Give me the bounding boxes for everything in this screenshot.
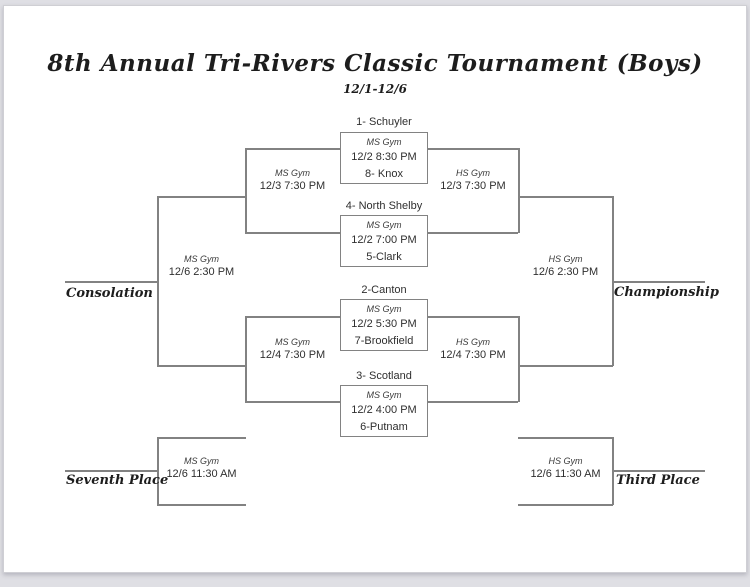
semifinal-championship-top-label: HS Gym 12/3 7:30 PM [428, 167, 518, 194]
line-championship-final [612, 281, 705, 283]
game-datetime: 12/2 7:00 PM [351, 234, 417, 246]
join-consolation-bottom [245, 316, 247, 402]
game-box-4: MS Gym 12/2 4:00 PM 6-Putnam [340, 385, 428, 437]
final-datetime: 12/6 2:30 PM [168, 266, 235, 278]
championship-label: Championship [614, 285, 719, 300]
semifinal-gym: HS Gym [455, 337, 490, 347]
line-game4-left [245, 401, 340, 403]
join-consolation-top [245, 148, 247, 233]
game-gym: MS Gym [366, 137, 402, 147]
team-seed-top: 4- North Shelby [345, 200, 423, 212]
final-championship-label: HS Gym 12/6 2:30 PM [518, 253, 613, 280]
line-third-top-slot [518, 437, 613, 439]
line-game3-left [245, 316, 340, 318]
line-game1-left [245, 148, 340, 150]
game-gym: MS Gym [366, 390, 402, 400]
team-seed-bottom: 6-Putnam [360, 421, 408, 433]
seventh-place-label: Seventh Place [66, 473, 169, 488]
line-game3-right [428, 316, 518, 318]
line-game2-right [428, 232, 518, 234]
game-gym: MS Gym [366, 220, 402, 230]
tournament-title: 8th Annual Tri-Rivers Classic Tournament… [47, 50, 703, 77]
semifinal-consolation-top-label: MS Gym 12/3 7:30 PM [245, 167, 340, 194]
semifinal-gym: MS Gym [275, 337, 310, 347]
team-seed-top: 2-Canton [361, 284, 407, 296]
game-datetime: 12/2 5:30 PM [351, 318, 417, 330]
third-place-label: Third Place [616, 473, 700, 488]
semifinal-datetime: 12/3 7:30 PM [440, 180, 506, 192]
semifinal-datetime: 12/4 7:30 PM [259, 349, 326, 361]
line-consolation-semi-top [157, 196, 246, 198]
semifinal-consolation-bottom-label: MS Gym 12/4 7:30 PM [245, 336, 340, 363]
game-datetime: 12/2 8:30 PM [351, 151, 417, 163]
final-gym: HS Gym [548, 456, 583, 466]
final-datetime: 12/6 11:30 AM [530, 468, 601, 480]
final-gym: MS Gym [184, 456, 219, 466]
game-box-2: MS Gym 12/2 7:00 PM 5-Clark [340, 215, 428, 267]
team-seed-top: 3- Scotland [356, 370, 412, 382]
final-gym: HS Gym [548, 254, 583, 264]
line-game2-left [245, 232, 340, 234]
semifinal-championship-bottom-label: HS Gym 12/4 7:30 PM [428, 336, 518, 363]
team-seed-top: 1- Schuyler [356, 116, 412, 128]
semifinal-gym: HS Gym [455, 168, 490, 178]
tournament-dates: 12/1-12/6 [343, 82, 407, 96]
team-seed-bottom: 7-Brookfield [354, 335, 414, 347]
line-consolation-final [65, 281, 158, 283]
line-third-final [612, 470, 705, 472]
line-consolation-semi-bottom [157, 365, 246, 367]
line-seventh-bottom-slot [157, 504, 246, 506]
line-third-bottom-slot [518, 504, 613, 506]
join-championship-top [518, 148, 520, 233]
final-datetime: 12/6 2:30 PM [532, 266, 599, 278]
consolation-label: Consolation [66, 286, 153, 301]
line-championship-semi-bottom [518, 365, 613, 367]
document-page [3, 5, 747, 573]
game-box-3: MS Gym 12/2 5:30 PM 7-Brookfield [340, 299, 428, 351]
team-seed-bottom: 8- Knox [365, 168, 403, 180]
game-gym: MS Gym [366, 304, 402, 314]
line-championship-semi-top [518, 196, 613, 198]
semifinal-datetime: 12/3 7:30 PM [259, 180, 326, 192]
third-place-game-label: HS Gym 12/6 11:30 AM [518, 455, 613, 482]
line-seventh-final [65, 470, 158, 472]
game-box-1: MS Gym 12/2 8:30 PM 8- Knox [340, 132, 428, 184]
final-gym: MS Gym [184, 254, 219, 264]
final-datetime: 12/6 11:30 AM [166, 468, 237, 480]
semifinal-datetime: 12/4 7:30 PM [440, 349, 506, 361]
join-championship-bottom [518, 316, 520, 402]
team-seed-bottom: 5-Clark [366, 251, 402, 263]
game-datetime: 12/2 4:00 PM [351, 404, 417, 416]
seventh-place-game-label: MS Gym 12/6 11:30 AM [157, 455, 246, 482]
line-game1-right [428, 148, 518, 150]
final-consolation-label: MS Gym 12/6 2:30 PM [157, 253, 246, 280]
semifinal-gym: MS Gym [275, 168, 310, 178]
line-seventh-top-slot [157, 437, 246, 439]
line-game4-right [428, 401, 518, 403]
